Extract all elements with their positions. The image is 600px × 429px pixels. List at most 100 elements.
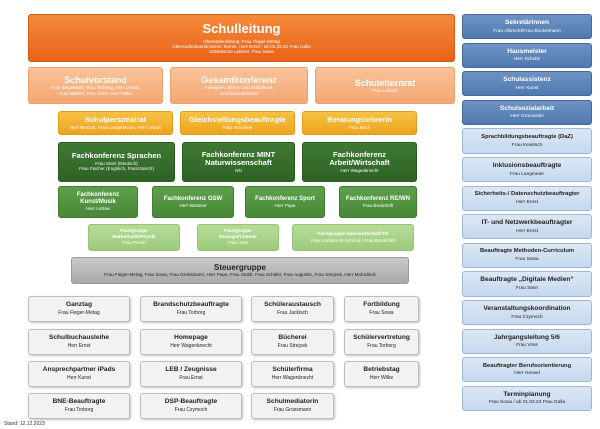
staff-title: Beauftragte „Digitale Medien“ [480, 276, 574, 284]
member-line: NN [235, 167, 242, 173]
role-title: LEB / Zeugnisse [165, 366, 217, 374]
role-title: Schulbuchausleihe [48, 334, 110, 342]
role-person: Frau Czymoch [174, 406, 208, 413]
member-line: Frau Pesch [122, 240, 146, 246]
schulpersonalrat-box: Schulpersonalrat Herr Wenzel, Frau Lange… [58, 111, 173, 135]
schulelternrat-details: Frau Liebold [372, 88, 398, 93]
staff-title: Schulsozialarbeit [499, 104, 555, 112]
stand-date: Stand: 12.12.2023 [4, 421, 45, 427]
fk-arbeit-title: Fachkonferenz Arbeit/Wirtschaft [329, 149, 390, 168]
member-line: Frau Liebold [372, 88, 398, 94]
role-title: Ansprechpartner iPads [42, 366, 116, 374]
gleichstellung-title: Gleichstellungsbeauftragte [189, 115, 286, 125]
fg-bio-details: Frau Voss [228, 240, 249, 245]
role-person: Frau Jackisch [277, 309, 308, 316]
role-title: Betriebstag [363, 366, 400, 374]
staff-title: Sekretärinnen [505, 19, 549, 27]
beratungslehrerin-title: Beratungslehrerin [327, 115, 392, 125]
role-person: Frau Sowa [369, 309, 394, 316]
gleichstellung-details: Frau Schmiele [223, 125, 253, 130]
role-title: Ganztag [65, 301, 92, 309]
staff-person: Frau Sowa [515, 256, 539, 262]
staff-box-beauftragte-digitale-medien: Beauftragte „Digitale Medien“ Frau Stein [462, 271, 592, 297]
fk-gsw-title: Fachkonferenz GSW [163, 195, 223, 202]
member-line: Frau Bingelwald, Frau Tobsing, Herr Lett… [50, 85, 141, 91]
staff-person: Herr Hensel [514, 371, 540, 377]
role-person: Frau Torborg [176, 309, 206, 316]
role-box-ansprechpartner-ipads: Ansprechpartner iPads Herr Kunst [28, 361, 130, 387]
fk-sprachen-box: Fachkonferenz Sprachen Frau Stein (Deuts… [58, 142, 175, 182]
role-box-dsp-beauftragte: DSP-Beauftragte Frau Czymoch [140, 393, 242, 419]
role-person: Herr Wagenknecht [170, 342, 212, 349]
schulvorstand-title: Schulvorstand [64, 75, 127, 86]
member-line: Frau Fischer (Englisch, Französisch) [79, 166, 154, 172]
staff-box-schulsozialarbeit: Schulsozialarbeit Herr Gronowski [462, 99, 592, 125]
member-line: Herr Wagenknecht [340, 167, 379, 173]
fk-mint-details: NN [235, 168, 242, 173]
fg-mathe-details: Frau Pesch [122, 240, 146, 245]
beratungslehrerin-box: Beratungslehrerin Frau Beck [302, 111, 417, 135]
fk-kunst-title: Fachkonferenz Kunst/Musik [76, 192, 120, 206]
staff-title: Veranstaltungskoordination [483, 305, 571, 313]
member-line: Frau Bierich, Frau Ernst, Herr Wilke [59, 90, 132, 96]
fk-sprachen-title: Fachkonferenz Sprachen [71, 151, 162, 161]
role-title: Bücherei [278, 334, 307, 342]
gesamtkonferenz-box: Gesamtkonferenz Kollegium, Eltern- und S… [170, 67, 308, 104]
role-title: Schulmediatorin [266, 398, 319, 406]
fg-hauswirtschaft-box: Fachgruppe Hauswirtschaft/TG Frau Lambre… [292, 224, 414, 251]
role-box-schulmediatorin: Schulmediatorin Frau Grossmann [251, 393, 334, 419]
role-person: Frau Torborg [367, 342, 396, 349]
schulleitung-line: Didaktische Leiterin: Frau Sowa [209, 49, 274, 55]
role-box-schüleraustausch: Schüleraustausch Frau Jackisch [251, 296, 334, 322]
member-line: Frau Bredehöft [362, 202, 394, 208]
fk-kunst-box: Fachkonferenz Kunst/Musik Herr Lettow [58, 186, 138, 218]
staff-box-schulassistenz: Schulassistenz Herr Kunst [462, 71, 592, 97]
staff-title: Sprachbildungsbeauftragte (DaZ) [481, 133, 573, 140]
member-line: Frau Fieger-Metag, Frau Sowa, Frau Gross… [104, 272, 376, 278]
member-line: Frau Schmiele [222, 124, 253, 130]
fk-gsw-details: Herr Wüstner [179, 203, 206, 208]
role-box-bücherei: Bücherei Frau Strejcek [251, 329, 334, 355]
member-line: Frau Lambrecht-Schmid / Frau Bredehöft [311, 237, 395, 243]
member-line: Herr Lettow [86, 206, 110, 212]
member-line: Frau Beck [349, 124, 370, 130]
fg-mathe-title: Fachgruppe Mathematik/Physik [112, 229, 156, 240]
fk-rewn-details: Frau Bredehöft [363, 203, 394, 208]
role-box-schulbuchausleihe: Schulbuchausleihe Herr Ernst [28, 329, 130, 355]
staff-title: Schulassistenz [503, 76, 551, 84]
staff-person: Herr Kunst [515, 85, 539, 91]
role-person: Frau Torborg [64, 406, 94, 413]
schulleitung-title: Schulleitung [202, 20, 281, 36]
staff-box-sekretärinnen: Sekretärinnen Frau Albrecht/Frau Bockelm… [462, 14, 592, 40]
role-title: Schülervertretung [353, 334, 410, 342]
gesamtkonferenz-details: Kollegium, Eltern- und Schülerrat,Schuls… [205, 85, 274, 96]
staff-title: Beauftragte Methoden-Curriculum [479, 248, 575, 255]
role-person: Frau Strejcek [277, 342, 308, 349]
steuergruppe-title: Steuergruppe [213, 263, 266, 273]
staff-person: Frau Kewitsch [511, 142, 543, 148]
schulelternrat-title: Schulelternrat [354, 77, 416, 88]
fk-sport-title: Fachkonferenz Sport [255, 195, 315, 202]
staff-title: Beauftragter Berufsorientierung [482, 362, 572, 369]
gesamtkonferenz-title: Gesamtkonferenz [201, 75, 277, 86]
staff-box-hausmeister: Hausmeister Herr Schultz [462, 42, 592, 68]
schulelternrat-box: Schulelternrat Frau Liebold [315, 67, 455, 104]
staff-title: Sicherheits-/ Datenschutzbeauftragter [474, 191, 580, 198]
schulpersonalrat-details: Herr Wenzel, Frau Langenecker, Herr Lett… [70, 125, 161, 130]
steuergruppe-box: Steuergruppe Frau Fieger-Metag, Frau Sow… [71, 257, 409, 284]
staff-person: Herr Ernst [516, 228, 538, 234]
role-box-ganztag: Ganztag Frau Fieger-Metag [28, 296, 130, 322]
fk-arbeit-details: Herr Wagenknecht [340, 168, 378, 173]
role-title: Brandschutzbeauftragte [153, 301, 229, 309]
staff-person: Herr Schultz [513, 57, 541, 63]
schulleitung-details: Oberstufenleitung: Frau Fieger-Metag Obe… [172, 39, 311, 55]
fg-bio-title: Fachgruppe Biologie/Chemie [219, 229, 257, 240]
fk-mint-title: Fachkonferenz MINT Naturwissenschaft [201, 149, 276, 168]
member-line: Herr Wüstner [179, 202, 207, 208]
staff-box-jahrgangsleitung-5-6: Jahrgangsleitung 5/6 Frau Voss [462, 328, 592, 354]
role-title: Fortbildung [363, 301, 400, 309]
role-box-betriebstag: Betriebstag Herr Wilke [344, 361, 419, 387]
role-person: Frau Fieger-Metag [58, 309, 100, 316]
role-person: Frau Grossmann [273, 406, 312, 413]
role-box-leb-zeugnisse: LEB / Zeugnisse Frau Ernst [140, 361, 242, 387]
